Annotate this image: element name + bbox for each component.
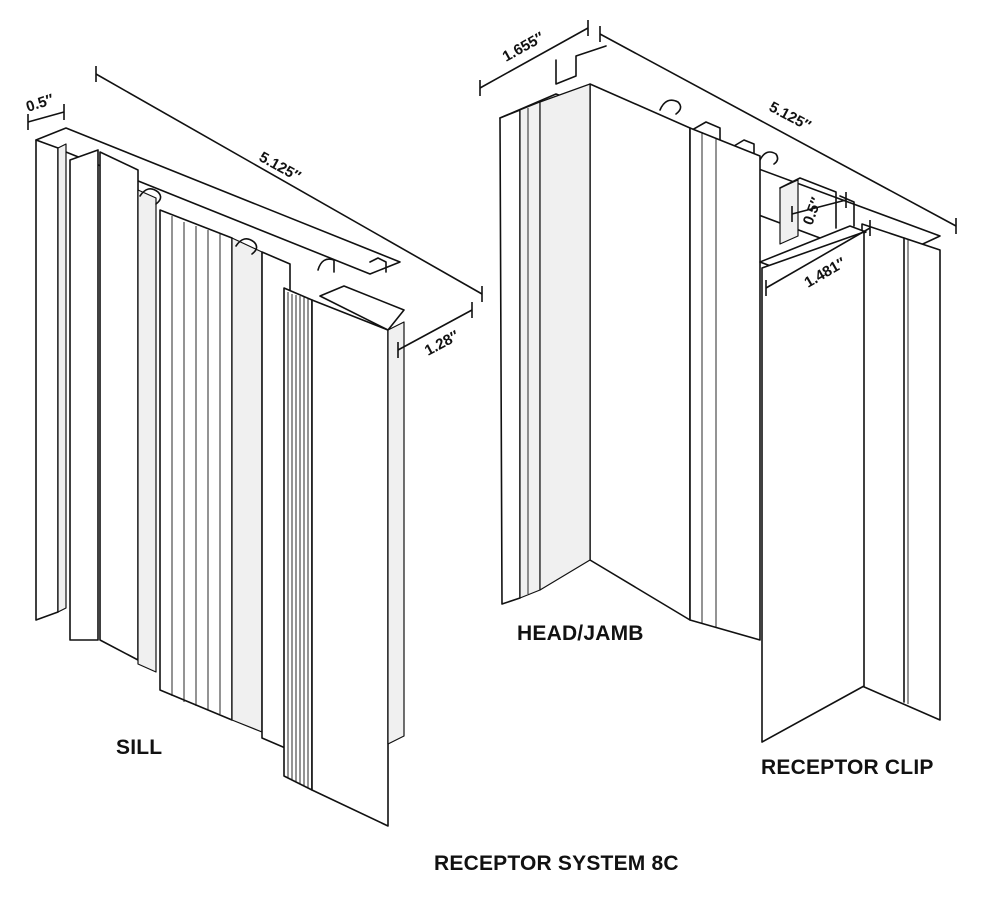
sill-extrusion	[35, 127, 405, 827]
head-width-value: 1.655″	[500, 29, 547, 66]
system-title: RECEPTOR SYSTEM 8C	[434, 852, 679, 875]
sill-grip-ribs	[287, 292, 309, 788]
sill-height-value: 1.28″	[422, 327, 462, 359]
sill-label: SILL	[116, 736, 162, 759]
head-jamb-extrusion	[499, 45, 941, 721]
receptor-clip-label: RECEPTOR CLIP	[761, 756, 934, 779]
sill-width-dimension: 0.5″	[24, 91, 65, 130]
sill-length-value: 5.125″	[256, 149, 303, 186]
receptor-clip	[759, 177, 867, 743]
head-width-dimension: 1.655″	[479, 20, 589, 96]
head-jamb-label: HEAD/JAMB	[517, 622, 644, 645]
sill-height-dimension: 1.28″	[397, 302, 473, 360]
sill-width-value: 0.5″	[24, 91, 56, 116]
head-length-value: 5.125″	[766, 99, 813, 135]
